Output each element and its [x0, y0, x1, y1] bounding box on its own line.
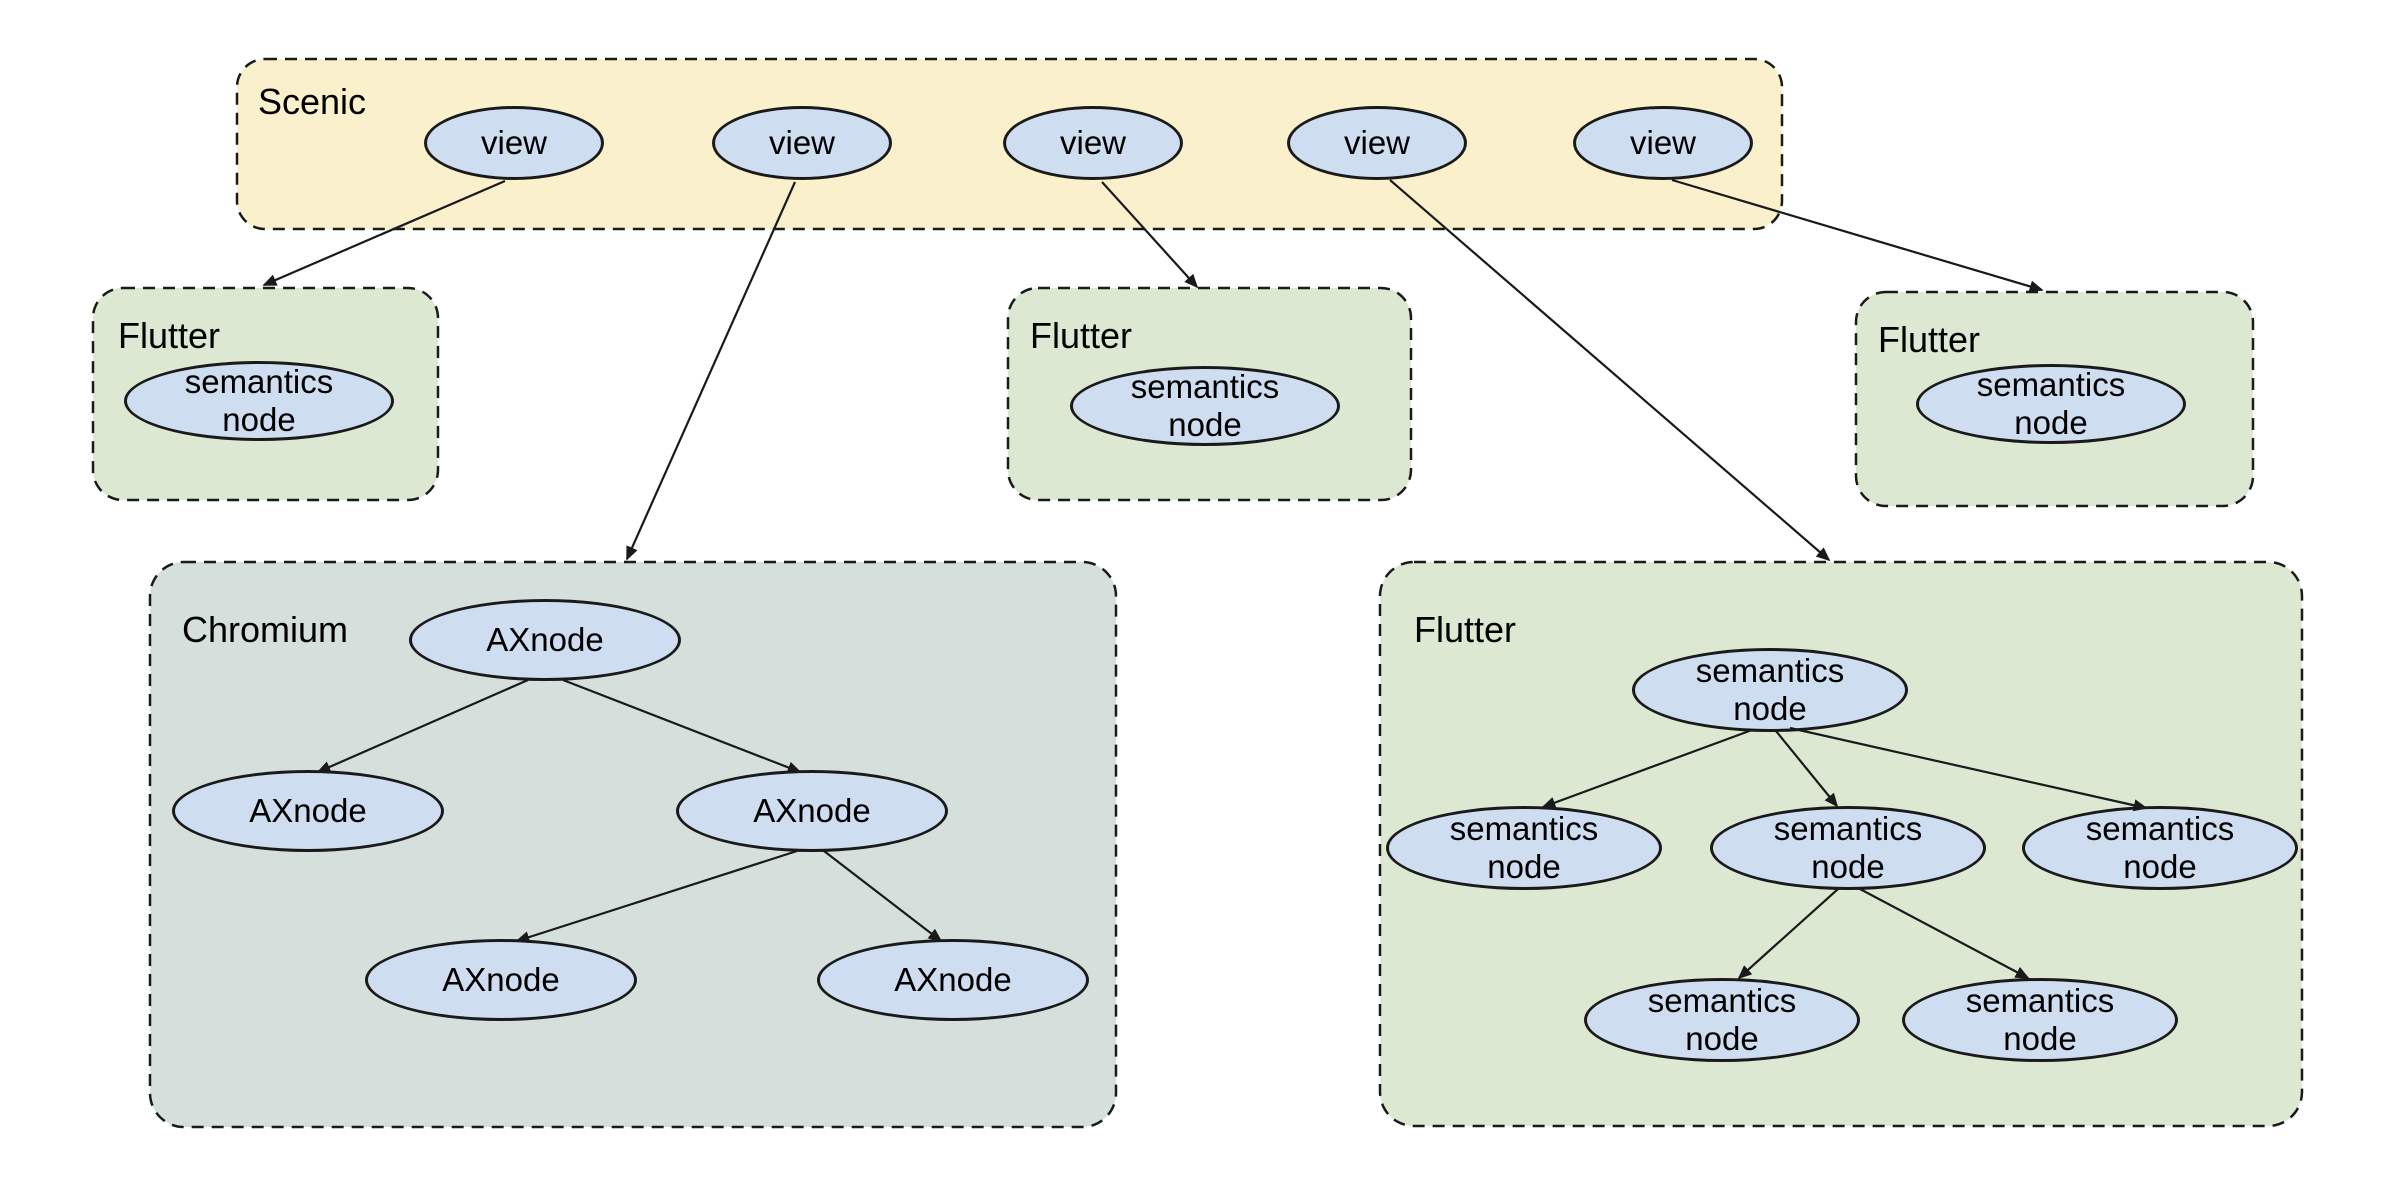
axnode-child-left-label: AXnode [249, 791, 367, 829]
arrow-semroot-to-center [1775, 730, 1839, 808]
arrow-view4-to-flutter-main [1389, 179, 1831, 562]
scenic-label: Scenic [258, 81, 367, 122]
view-node-5: view [1573, 106, 1753, 180]
view-node-3-label: view [1059, 123, 1127, 161]
arrow-semcenter-to-leaf-left [1737, 888, 1839, 980]
arrow-axright-to-leaf-left [515, 849, 798, 943]
semantics-child-center: semantics node [1710, 806, 1986, 890]
axnode-leaf-right: AXnode [817, 939, 1089, 1021]
flutter-main-label: Flutter [1414, 609, 1517, 650]
view-node-1: view [424, 106, 604, 180]
semantics-node-right-label: semantics node [1976, 366, 2126, 441]
semantics-node-left-label: semantics node [184, 363, 334, 438]
view-node-2: view [712, 106, 892, 180]
axnode-leaf-left: AXnode [365, 939, 637, 1021]
semantics-child-left: semantics node [1386, 806, 1662, 890]
semantics-node-right: semantics node [1916, 364, 2186, 444]
axnode-child-right: AXnode [676, 770, 948, 852]
view-node-4-label: view [1343, 123, 1411, 161]
semantics-node-middle: semantics node [1070, 366, 1340, 446]
arrow-semcenter-to-leaf-right [1859, 888, 2030, 979]
semantics-node-middle-label: semantics node [1130, 368, 1280, 443]
semantics-root-label: semantics node [1695, 652, 1845, 727]
arrow-view5-to-flutter-right [1671, 178, 2044, 293]
semantics-child-right-label: semantics node [2085, 810, 2235, 885]
axnode-child-left: AXnode [172, 770, 444, 852]
arrow-semroot-to-right [1789, 726, 2148, 812]
axnode-leaf-right-label: AXnode [894, 960, 1012, 998]
flutter-right-label: Flutter [1878, 319, 1981, 360]
arrow-view3-to-flutter-middle [1101, 181, 1199, 289]
chromium-label: Chromium [182, 609, 349, 650]
view-node-5-label: view [1629, 123, 1697, 161]
view-node-3: view [1003, 106, 1183, 180]
axnode-root-label: AXnode [486, 620, 604, 658]
semantics-node-left: semantics node [124, 361, 394, 441]
semantics-child-center-label: semantics node [1773, 810, 1923, 885]
view-node-4: view [1287, 106, 1467, 180]
arrow-axroot-to-left [316, 678, 529, 774]
arrow-axroot-to-right [562, 678, 802, 774]
axnode-child-right-label: AXnode [753, 791, 871, 829]
semantics-child-right: semantics node [2022, 806, 2298, 890]
flutter-middle-label: Flutter [1030, 315, 1133, 356]
axnode-leaf-left-label: AXnode [442, 960, 560, 998]
semantics-leaf-right-label: semantics node [1965, 982, 2115, 1057]
semantics-leaf-left-label: semantics node [1647, 982, 1797, 1057]
view-node-1-label: view [480, 123, 548, 161]
arrow-semroot-to-left [1541, 728, 1753, 809]
semantics-root: semantics node [1632, 648, 1908, 732]
semantics-child-left-label: semantics node [1449, 810, 1599, 885]
flutter-left-label: Flutter [118, 315, 221, 356]
arrow-view2-to-chromium [625, 181, 797, 561]
axnode-root: AXnode [409, 599, 681, 681]
semantics-leaf-right: semantics node [1902, 978, 2178, 1062]
semantics-leaf-left: semantics node [1584, 978, 1860, 1062]
arrow-axright-to-leaf-right [823, 850, 943, 943]
view-node-2-label: view [768, 123, 836, 161]
arrow-view1-to-flutter-left [262, 179, 506, 287]
